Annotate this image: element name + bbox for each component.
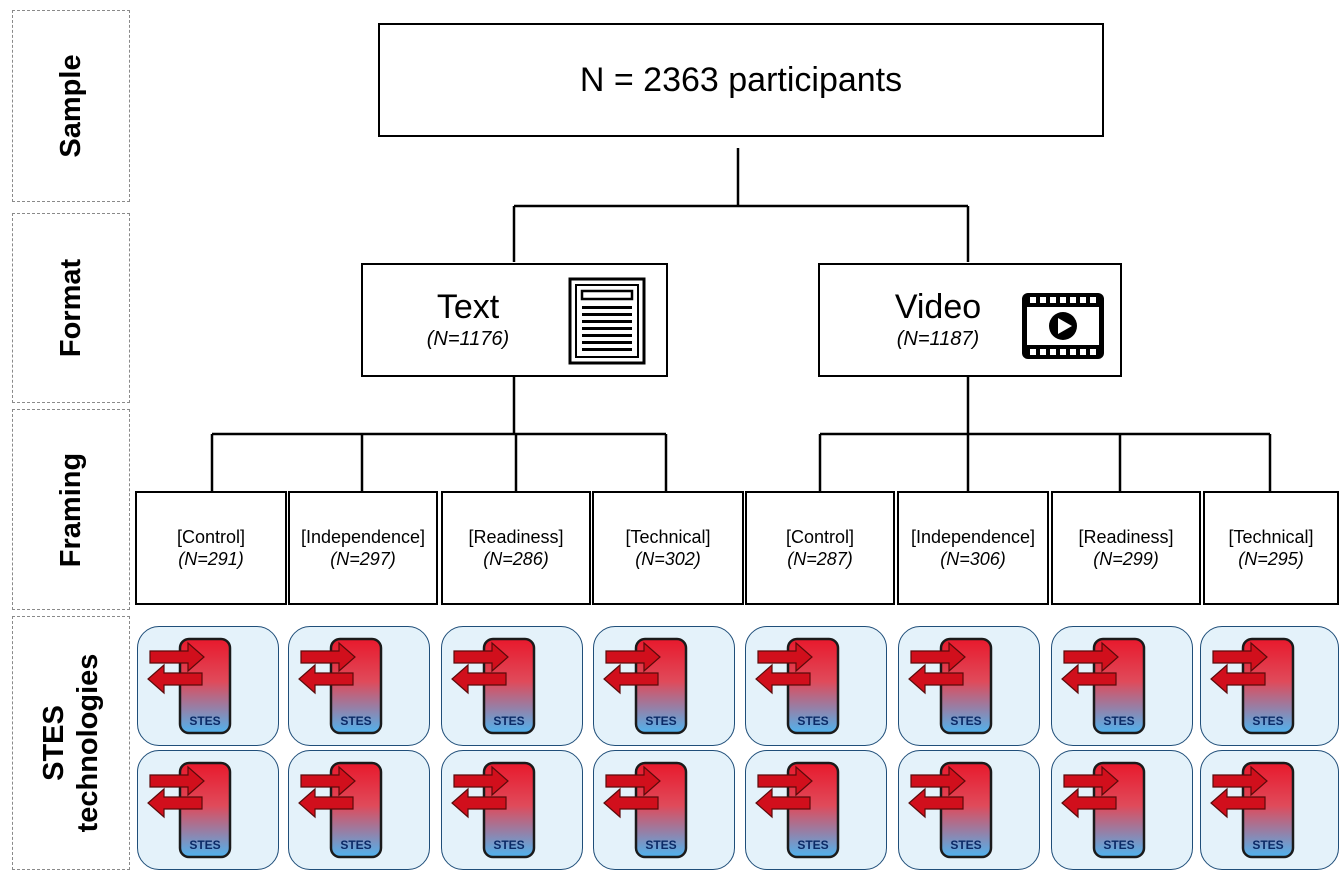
stes-label: STES [645, 838, 676, 852]
stes-card: STES [288, 626, 430, 746]
stes-tank-icon: STES [908, 637, 993, 735]
framing-box: [Technical] (N=295) [1203, 491, 1339, 605]
stes-card: STES [441, 626, 583, 746]
framing-box: [Control] (N=291) [135, 491, 287, 605]
stes-tank-icon: STES [908, 761, 993, 859]
stes-tank-icon: STES [298, 637, 383, 735]
stes-card: STES [288, 750, 430, 870]
framing-label: [Independence] [910, 527, 1036, 547]
stes-label: STES [950, 838, 981, 852]
stes-label: STES [1103, 838, 1134, 852]
stes-tank-icon: STES [147, 761, 232, 859]
stes-tank-icon: STES [603, 761, 688, 859]
stes-card: STES [137, 626, 279, 746]
framing-count: (N=291) [178, 549, 244, 569]
framing-box: [Independence] (N=297) [288, 491, 438, 605]
stes-card: STES [593, 750, 735, 870]
framing-count: (N=295) [1238, 549, 1304, 569]
stes-card: STES [1200, 626, 1339, 746]
stes-tank-icon: STES [147, 637, 232, 735]
stes-card: STES [441, 750, 583, 870]
sample-box: N = 2363 participants [378, 23, 1104, 137]
format-box-video: Video (N=1187) [818, 263, 1122, 377]
framing-label: [Readiness] [1078, 527, 1174, 547]
framing-count: (N=299) [1093, 549, 1159, 569]
stes-card: STES [745, 626, 887, 746]
framing-label: [Control] [176, 527, 246, 547]
stes-label: STES [797, 838, 828, 852]
format-title: Text [436, 288, 500, 326]
row-label-sample: Sample [12, 10, 130, 202]
stes-label: STES [493, 714, 524, 728]
format-count: (N=1187) [896, 328, 980, 350]
stes-label: STES [340, 714, 371, 728]
framing-label: [Readiness] [468, 527, 564, 547]
row-label-framing: Framing [12, 409, 130, 610]
stes-label: STES [645, 714, 676, 728]
framing-label: [Control] [785, 527, 855, 547]
stes-tank-icon: STES [451, 637, 536, 735]
stes-tank-icon: STES [755, 637, 840, 735]
format-title: Video [894, 288, 982, 326]
framing-count: (N=297) [330, 549, 396, 569]
stes-label: STES [950, 714, 981, 728]
row-label-stes: STES technologies [12, 616, 130, 870]
sample-text: N = 2363 participants [579, 60, 903, 99]
stes-card: STES [898, 626, 1040, 746]
stes-tank-icon: STES [451, 761, 536, 859]
framing-box: [Technical] (N=302) [592, 491, 744, 605]
stes-card: STES [1051, 750, 1193, 870]
stes-label: STES [340, 838, 371, 852]
format-box-text: Text (N=1176) [361, 263, 668, 377]
stes-label: STES [1252, 714, 1283, 728]
framing-box: [Readiness] (N=299) [1051, 491, 1201, 605]
stes-tank-icon: STES [603, 637, 688, 735]
row-label-format: Format [12, 213, 130, 403]
document-icon [568, 277, 646, 365]
stes-tank-icon: STES [298, 761, 383, 859]
framing-label: [Technical] [625, 527, 711, 547]
framing-label: [Technical] [1228, 527, 1314, 547]
stes-tank-icon: STES [1210, 761, 1295, 859]
stes-label: STES [189, 838, 220, 852]
framing-count: (N=286) [483, 549, 549, 569]
stes-tank-icon: STES [755, 761, 840, 859]
framing-label: [Independence] [300, 527, 426, 547]
format-count: (N=1176) [426, 328, 510, 350]
stes-card: STES [1051, 626, 1193, 746]
framing-count: (N=306) [940, 549, 1006, 569]
stes-card: STES [898, 750, 1040, 870]
stes-card: STES [745, 750, 887, 870]
stes-label: STES [189, 714, 220, 728]
framing-box: [Independence] (N=306) [897, 491, 1049, 605]
framing-count: (N=302) [635, 549, 701, 569]
stes-label: STES [797, 714, 828, 728]
stes-label: STES [1103, 714, 1134, 728]
stes-card: STES [593, 626, 735, 746]
stes-tank-icon: STES [1210, 637, 1295, 735]
stes-tank-icon: STES [1061, 637, 1146, 735]
stes-tank-icon: STES [1061, 761, 1146, 859]
stes-card: STES [137, 750, 279, 870]
stes-label: STES [1252, 838, 1283, 852]
stes-label: STES [493, 838, 524, 852]
framing-count: (N=287) [787, 549, 853, 569]
stes-card: STES [1200, 750, 1339, 870]
framing-box: [Readiness] (N=286) [441, 491, 591, 605]
framing-box: [Control] (N=287) [745, 491, 895, 605]
video-play-icon [1022, 293, 1104, 359]
